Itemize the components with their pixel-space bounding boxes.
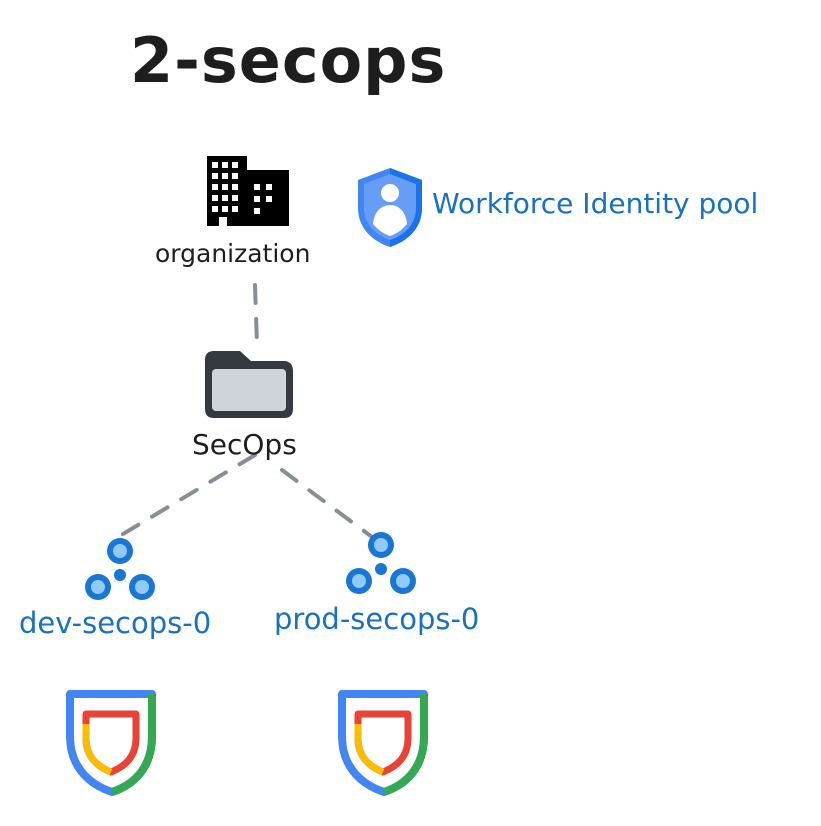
- folder-icon: [205, 351, 293, 418]
- security-shield-icon-dev: [66, 690, 156, 796]
- project-icon-prod: [346, 532, 416, 594]
- project-icon-dev: [85, 538, 155, 600]
- prod-project-label: prod-secops-0: [274, 602, 480, 636]
- workforce-identity-pool-label: Workforce Identity pool: [432, 187, 759, 220]
- diagram-title: 2-secops: [130, 24, 447, 97]
- dev-project-label: dev-secops-0: [19, 606, 212, 640]
- edge-organization-secops: [253, 283, 259, 347]
- edge-secops-prod: [280, 468, 374, 539]
- connectors: [116, 283, 374, 539]
- organization-label: organization: [155, 239, 311, 268]
- identity-shield-icon: [358, 168, 422, 247]
- edge-secops-dev: [116, 453, 257, 539]
- building-icon: [207, 156, 289, 226]
- secops-folder-label: SecOps: [192, 428, 297, 461]
- security-shield-icon-prod: [338, 690, 428, 796]
